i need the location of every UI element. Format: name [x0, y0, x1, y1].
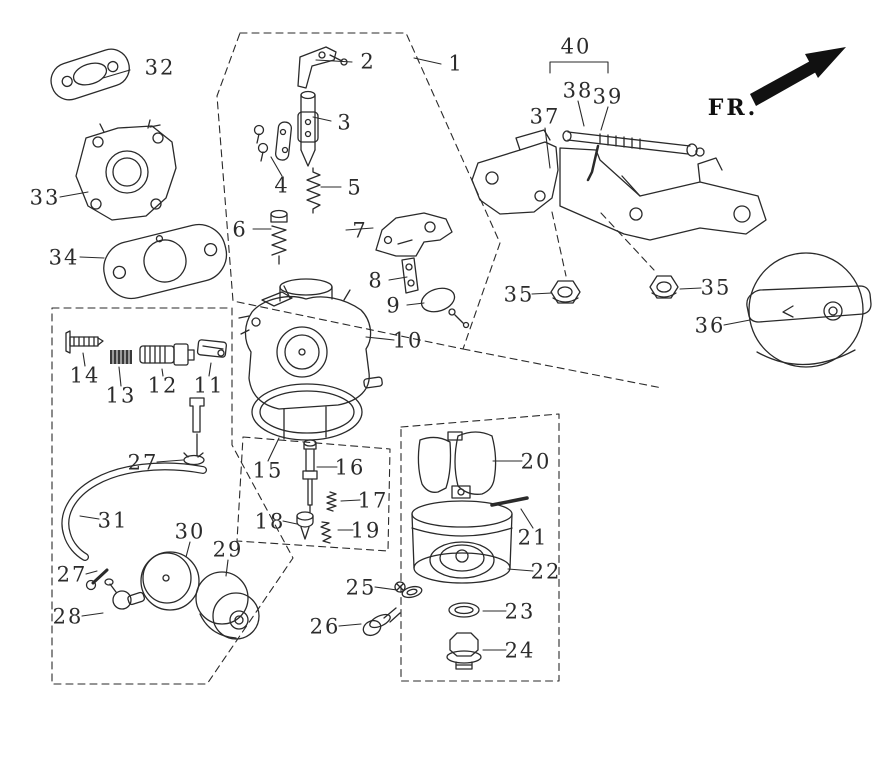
part-label-35-left: 35 — [503, 282, 535, 307]
part-label-19: 19 — [350, 518, 382, 543]
part-label-12: 12 — [147, 373, 179, 398]
part-21-float-pin — [490, 496, 529, 507]
part-label-13: 13 — [105, 383, 137, 408]
part-label-5: 5 — [347, 175, 363, 200]
part-19-spring — [320, 521, 332, 544]
part-18-pilot-screw — [296, 511, 314, 540]
part-27-screw-b — [85, 568, 109, 591]
part-2-choke-lever — [297, 46, 348, 89]
part-label-20: 20 — [520, 449, 552, 474]
part-16-main-nozzle — [302, 439, 318, 513]
part-label-24: 24 — [504, 638, 536, 663]
part-label-21: 21 — [517, 525, 549, 550]
part-label-36: 36 — [694, 313, 726, 338]
part-label-14: 14 — [69, 363, 101, 388]
part-36-knob — [746, 252, 872, 368]
part-15-bowl-gasket — [251, 383, 363, 441]
part-label-4: 4 — [274, 173, 290, 198]
part-4-screws — [253, 121, 293, 162]
part-label-39: 39 — [592, 84, 624, 109]
part-label-31: 31 — [97, 508, 129, 533]
part-3-choke-shaft — [297, 90, 319, 167]
part-label-22: 22 — [530, 559, 562, 584]
part-10-carburetor-body — [238, 278, 383, 440]
part-label-10: 10 — [392, 328, 424, 353]
part-label-15: 15 — [252, 458, 284, 483]
part-26-bolt — [362, 607, 401, 637]
part-34-carb-gasket — [103, 223, 228, 300]
part-37-bracket — [471, 129, 559, 215]
part-17-spring — [326, 491, 337, 512]
part-label-16: 16 — [334, 455, 366, 480]
part-label-28: 28 — [52, 604, 84, 629]
part-label-17: 17 — [357, 488, 389, 513]
part-9-choke-plate — [420, 287, 470, 329]
part-label-6: 6 — [232, 217, 248, 242]
part-29-pump-cover — [195, 571, 260, 640]
part-label-1: 1 — [448, 51, 464, 76]
part-28-elbow — [104, 578, 146, 610]
part-7-throttle-arm — [375, 212, 453, 257]
part-label-2: 2 — [360, 49, 376, 74]
part-label-27-a: 27 — [127, 450, 159, 475]
part-25-screw-washer — [394, 581, 423, 599]
part-40-bracket-right — [559, 147, 767, 241]
leader-lines — [59, 57, 751, 651]
part-24-drain-bolt — [446, 632, 482, 670]
part-label-26: 26 — [309, 614, 341, 639]
part-label-27-b: 27 — [56, 562, 88, 587]
part-label-23: 23 — [504, 599, 536, 624]
part-38-39-choke-rod — [562, 130, 705, 182]
part-label-32: 32 — [144, 55, 176, 80]
part-13-spring — [110, 349, 132, 365]
part-label-35-right: 35 — [700, 275, 732, 300]
part-33-insulator — [75, 119, 177, 221]
part-20-float — [417, 431, 497, 499]
part-label-25: 25 — [345, 575, 377, 600]
part-label-30: 30 — [174, 519, 206, 544]
part-label-9: 9 — [386, 293, 402, 318]
part-31-fuel-tube — [61, 462, 207, 561]
part-label-33: 33 — [29, 185, 61, 210]
part-32-flange-gasket — [50, 48, 130, 101]
part-22-float-bowl — [411, 500, 513, 584]
part-label-29: 29 — [212, 537, 244, 562]
part-8-link-plate — [401, 257, 419, 294]
part-drain-fitting — [189, 397, 205, 457]
fr-arrow-icon — [750, 47, 846, 106]
part-label-38: 38 — [562, 78, 594, 103]
part-23-oring — [448, 602, 480, 618]
part-12-jet-holder — [139, 343, 195, 366]
part-label-37: 37 — [529, 104, 561, 129]
part-label-3: 3 — [337, 110, 353, 135]
part-30-diaphragm-cover — [140, 551, 200, 611]
part-label-18: 18 — [254, 509, 286, 534]
part-35-nut-right — [649, 275, 679, 299]
part-label-7: 7 — [352, 218, 368, 243]
part-label-34: 34 — [48, 245, 80, 270]
part-label-8: 8 — [368, 268, 384, 293]
part-label-11: 11 — [193, 373, 225, 398]
part-11-pilot-jet — [196, 339, 228, 358]
group-outline-boxes — [51, 32, 663, 685]
fr-direction-label: FR. — [707, 95, 759, 121]
part-5-spring — [306, 167, 321, 214]
part-label-40: 40 — [560, 34, 592, 59]
part-35-nut-left — [550, 280, 581, 304]
part-6-idle-screw — [270, 209, 288, 265]
part-27-clip-a — [183, 452, 205, 466]
part-14-screw — [65, 330, 104, 354]
